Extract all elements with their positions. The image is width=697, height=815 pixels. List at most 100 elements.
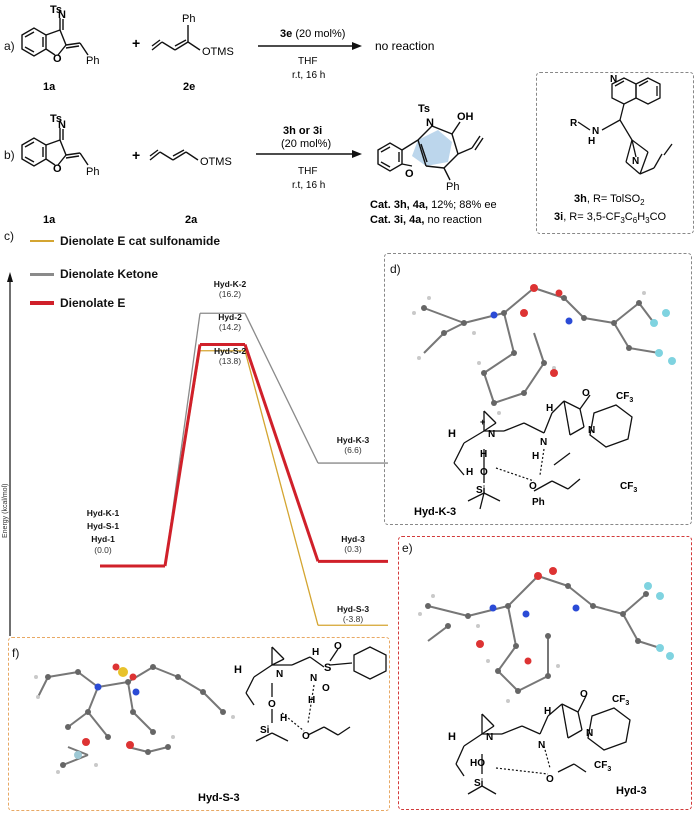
e-si: Si <box>474 778 484 789</box>
a-cond: r.t, 16 h <box>292 70 325 81</box>
state-label-prod-k: Hyd-K-3 (6.6) <box>328 435 378 455</box>
cat-h: H <box>588 136 595 147</box>
b-label-1a: 1a <box>43 214 56 226</box>
hyd-3-hbond <box>495 745 551 775</box>
state-start-e: Hyd-1 <box>91 534 115 545</box>
b-ts: Ts <box>50 113 62 125</box>
state-label-ts-k: Hyd-K-2 (16.2) <box>205 279 255 299</box>
diene-2a-structure <box>149 149 199 161</box>
panel-f-box <box>8 637 390 811</box>
d-h4: H <box>480 449 487 460</box>
compound-1a-structure-b <box>21 128 89 167</box>
e-n-ring: N <box>586 728 593 739</box>
a-ts: Ts <box>50 4 62 16</box>
d-n-plus: N <box>488 429 495 440</box>
state-label-ts-s: Hyd-S-2 (13.8) <box>205 346 255 366</box>
b-plus: + <box>132 147 140 163</box>
e-ho: HO <box>470 758 485 769</box>
compound-1a-structure <box>21 18 89 57</box>
state-ts-e-name: Hyd-2 <box>218 312 242 322</box>
state-start-s: Hyd-S-1 <box>86 521 120 532</box>
legend-swatch-sulfonamide <box>30 240 54 242</box>
b-label-2a: 2a <box>185 214 198 226</box>
a-cat: 3e (20 mol%) <box>280 28 345 40</box>
d-cf3-top: CF3 <box>616 391 633 404</box>
b-prod-oh: OH <box>457 111 474 123</box>
b-prod-n: N <box>426 117 434 129</box>
catalyst-box <box>536 72 694 234</box>
legend-item-dienolate-e: Dienolate E <box>30 294 220 312</box>
b-cond: r.t, 16 h <box>292 180 325 191</box>
a-solvent: THF <box>298 56 317 67</box>
state-prod-e-name: Hyd-3 <box>341 534 365 544</box>
a-2e-ph: Ph <box>182 13 195 25</box>
d-h2: H <box>546 403 553 414</box>
cat-r: R <box>570 118 578 129</box>
hyd-s-3-3d-model <box>34 663 235 774</box>
a-arrow-head <box>352 42 362 50</box>
a-result: no reaction <box>375 39 434 53</box>
f-n: N <box>310 673 317 684</box>
state-ts-e-value: (14.2) <box>218 322 242 333</box>
legend-swatch-ketone <box>30 272 54 276</box>
d-h: H <box>448 428 456 440</box>
e-cf3-bot: CF3 <box>594 760 611 773</box>
b-result-1: Cat. 3h, 4a, 12%; 88% ee <box>370 199 497 211</box>
b-ph: Ph <box>86 166 99 178</box>
state-start-k: Hyd-K-1 <box>86 508 120 518</box>
f-o-enol: O <box>302 731 310 742</box>
a-n: N <box>58 9 66 21</box>
state-prod-s-value: (-3.8) <box>342 614 364 625</box>
legend-swatch-dienolate-e <box>30 301 54 305</box>
b-prod-ph: Ph <box>446 181 459 193</box>
b-n: N <box>58 119 66 131</box>
e-cf3-top: CF3 <box>612 694 629 707</box>
state-ts-s-name: Hyd-S-2 <box>213 346 247 356</box>
f-h: H <box>234 664 242 676</box>
legend-item-ketone: Dienolate Ketone <box>30 265 220 283</box>
b-cat-line1: 3h or 3i <box>283 125 322 137</box>
panel-a-scheme: Ts N O Ph 1a + Ph OTMS 2e 3e (20 mol%) T… <box>21 4 434 93</box>
hyd-k-3-3d-model <box>412 284 676 415</box>
b-cat-line2: (20 mol%) <box>281 138 331 150</box>
legend-item-sulfonamide: Dienolate E cat sulfonamide <box>30 232 220 250</box>
e-o-top: O <box>580 689 588 700</box>
panel-d-figure: H N + H N H O N CF3 CF3 H O H Si O Ph Hy… <box>412 284 676 518</box>
d-caption: Hyd-K-3 <box>414 506 456 518</box>
d-n-ring: N <box>588 425 595 436</box>
state-prod-k-value: (6.6) <box>344 445 362 456</box>
cat-n-quinoline: N <box>610 74 617 85</box>
b-result-2: Cat. 3i, 4a, no reaction <box>370 214 482 226</box>
a-label-1a: 1a <box>43 81 56 93</box>
a-plus: + <box>132 35 140 51</box>
connector-1-2 <box>244 312 319 464</box>
state-label-start: Hyd-K-1 Hyd-S-1 Hyd-1 (0.0) <box>78 508 128 555</box>
product-4a-structure <box>377 121 484 181</box>
f-n-plus: N <box>276 669 283 680</box>
y-axis-arrow <box>7 272 13 282</box>
b-otms: OTMS <box>200 156 232 168</box>
connector-2-2 <box>243 344 320 562</box>
d-o-enol: O <box>529 481 537 492</box>
a-label-2e: 2e <box>183 81 195 93</box>
panel-e-box <box>398 536 692 810</box>
panel-d-box <box>384 253 692 525</box>
state-prod-k-name: Hyd-K-3 <box>336 435 370 445</box>
d-n: N <box>540 437 547 448</box>
panel-c-letter: c) <box>4 229 14 243</box>
series-0 <box>100 350 388 626</box>
e-h: H <box>448 731 456 743</box>
a-otms: OTMS <box>202 46 234 58</box>
cat-line2: 3i, R= 3,5-CF3C6H3CO <box>554 211 667 225</box>
state-label-prod-e: Hyd-3 (0.3) <box>328 534 378 554</box>
f-o2: O <box>322 683 330 694</box>
legend-label-dienolate-e: Dienolate E <box>60 296 126 310</box>
hyd-k-3-hbond <box>495 448 545 482</box>
d-plus: + <box>480 417 485 427</box>
state-prod-e-value: (0.3) <box>344 544 362 555</box>
e-n-plus: N <box>486 732 493 743</box>
f-caption: Hyd-S-3 <box>198 792 240 804</box>
state-start-value: (0.0) <box>94 544 112 555</box>
state-label-ts-e: Hyd-2 (14.2) <box>205 312 255 332</box>
